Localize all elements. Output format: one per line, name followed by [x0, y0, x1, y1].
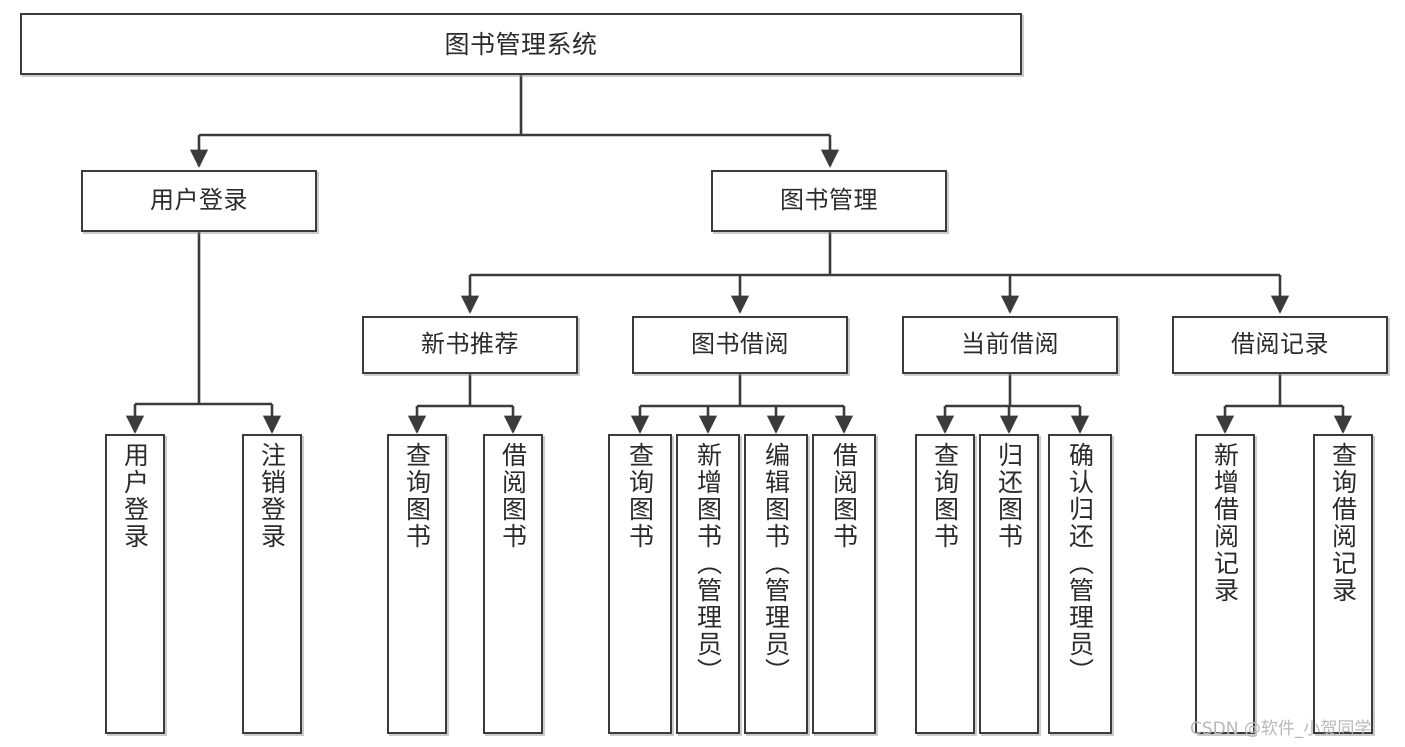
watermark: CSDN @软件_小贺同学	[1190, 719, 1372, 739]
leaf-user-login-1-label: 注销登录	[257, 442, 287, 550]
leaf-book-borrow-3[interactable]: 借阅图书	[812, 434, 876, 734]
node-root-label: 图书管理系统	[444, 29, 598, 59]
node-book-manage[interactable]: 图书管理	[711, 170, 947, 232]
node-root[interactable]: 图书管理系统	[20, 13, 1022, 75]
node-current-borrow-label: 当前借阅	[961, 330, 1059, 359]
node-borrow-record-label: 借阅记录	[1231, 330, 1329, 359]
leaf-book-borrow-3-label: 借阅图书	[829, 442, 859, 550]
node-borrow-record[interactable]: 借阅记录	[1172, 316, 1388, 374]
leaf-current-borrow-2[interactable]: 确认归还（管理员）	[1048, 434, 1112, 734]
node-book-manage-label: 图书管理	[780, 186, 878, 215]
leaf-book-borrow-0-label: 查询图书	[625, 442, 655, 550]
leaf-current-borrow-2-label: 确认归还（管理员）	[1065, 442, 1095, 685]
leaf-current-borrow-0-label: 查询图书	[930, 442, 960, 550]
leaf-borrow-record-0[interactable]: 新增借阅记录	[1195, 434, 1255, 734]
leaf-book-borrow-1[interactable]: 新增图书（管理员）	[676, 434, 740, 734]
leaf-borrow-record-1[interactable]: 查询借阅记录	[1313, 434, 1373, 734]
leaf-borrow-record-1-label: 查询借阅记录	[1328, 442, 1358, 604]
leaf-new-book-recommend-1[interactable]: 借阅图书	[483, 434, 543, 734]
leaf-book-borrow-2[interactable]: 编辑图书（管理员）	[744, 434, 808, 734]
node-new-book-recommend-label: 新书推荐	[421, 330, 519, 359]
node-book-borrow[interactable]: 图书借阅	[632, 316, 848, 374]
leaf-user-login-0-label: 用户登录	[120, 442, 150, 550]
node-user-login-label: 用户登录	[150, 186, 248, 215]
leaf-borrow-record-0-label: 新增借阅记录	[1210, 442, 1240, 604]
node-user-login[interactable]: 用户登录	[81, 170, 317, 232]
leaf-user-login-1[interactable]: 注销登录	[242, 434, 302, 734]
leaf-current-borrow-0[interactable]: 查询图书	[915, 434, 975, 734]
node-book-borrow-label: 图书借阅	[691, 330, 789, 359]
leaf-book-borrow-0[interactable]: 查询图书	[608, 434, 672, 734]
leaf-current-borrow-1-label: 归还图书	[994, 442, 1024, 550]
leaf-current-borrow-1[interactable]: 归还图书	[979, 434, 1039, 734]
node-new-book-recommend[interactable]: 新书推荐	[362, 316, 578, 374]
node-current-borrow[interactable]: 当前借阅	[902, 316, 1118, 374]
leaf-book-borrow-1-label: 新增图书（管理员）	[693, 442, 723, 685]
leaf-new-book-recommend-0-label: 查询图书	[402, 442, 432, 550]
leaf-new-book-recommend-1-label: 借阅图书	[498, 442, 528, 550]
leaf-new-book-recommend-0[interactable]: 查询图书	[387, 434, 447, 734]
leaf-user-login-0[interactable]: 用户登录	[105, 434, 165, 734]
leaf-book-borrow-2-label: 编辑图书（管理员）	[761, 442, 791, 685]
